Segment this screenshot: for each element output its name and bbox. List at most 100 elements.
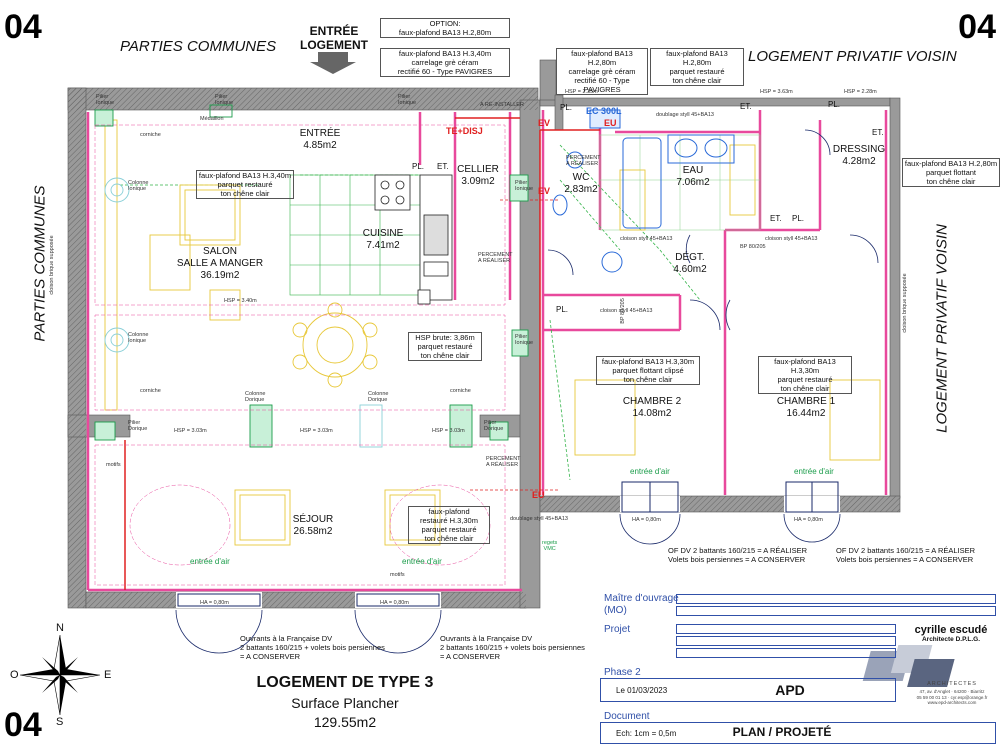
summary: LOGEMENT DE TYPE 3 Surface Plancher 129.… — [240, 674, 450, 730]
label-corniche-3: corniche — [450, 388, 471, 394]
tb-maitre-field-2 — [676, 606, 996, 616]
summary-title: LOGEMENT DE TYPE 3 — [256, 674, 434, 691]
room-area: 7.41m2 — [366, 240, 400, 251]
compass-north: N — [56, 622, 64, 634]
compass-west: O — [10, 669, 19, 681]
room-name: SÉJOUR — [292, 514, 334, 525]
note-entree-ceiling: faux-plafond BA13 H.3,40m carrelage grè … — [380, 48, 510, 77]
room-area: 4.28m2 — [842, 156, 876, 167]
room-chambre1: CHAMBRE 1 16.44m2 — [766, 396, 846, 420]
label-colonne-dorique-2: Colonne Dorique — [368, 391, 389, 403]
tb-maitre-label: Maître d'ouvrage (MO) — [604, 593, 679, 616]
label-ha-3: HA = 0,80m — [632, 517, 661, 523]
label-motifs-1: motifs — [106, 462, 121, 468]
label-hsp-303-2: HSP = 3.03m — [300, 428, 333, 434]
label-ha-4: HA = 0,80m — [794, 517, 823, 523]
compass-rose — [19, 634, 101, 716]
room-salon: SALON SALLE A MANGER 36.19m2 — [160, 246, 280, 282]
label-et-2: ET. — [740, 102, 752, 111]
tb-maitre-field-1 — [676, 594, 996, 604]
tb-architect-sub: Architecte D.P.L.G. — [921, 636, 981, 643]
tb-firm: ARCHITECTES — [927, 681, 977, 687]
label-bp-1: BP 80/205 — [740, 244, 766, 250]
room-name: CHAMBRE 2 — [622, 396, 682, 407]
label-te-disj: TE+DISJ — [446, 126, 483, 136]
label-et-4: ET. — [872, 128, 884, 137]
firm-logo — [862, 645, 955, 687]
label-ev-1: EV — [538, 118, 551, 128]
label-hsp-303-3: HSP = 3.03m — [432, 428, 465, 434]
label-cloison-brique-right: cloison brique supposée — [902, 273, 908, 333]
tb-date: Le 01/03/2023 — [616, 686, 668, 695]
tb-phase-value: APD — [775, 682, 805, 698]
label-et-1: ET. — [437, 162, 449, 171]
note-dressing-ceiling: faux-plafond BA13 H.2,80m parquet flotta… — [902, 158, 1000, 187]
summary-subtitle: Surface Plancher — [291, 695, 399, 711]
room-area: 26.58m2 — [293, 526, 333, 537]
label-vmc: regets VMC — [542, 540, 558, 552]
room-name: DRESSING — [832, 144, 886, 155]
label-entree-air-4: entrée d'air — [794, 467, 834, 476]
heading-logement-voisin-side: LOGEMENT PRIVATIF VOISIN — [933, 224, 951, 433]
tb-scale: Ech: 1cm = 0,5m — [616, 729, 677, 738]
label-colonne-dorique-1: Colonne Dorique — [245, 391, 266, 403]
note-chambre2-ceiling: faux-plafond BA13 H.3,30m parquet flotta… — [596, 356, 700, 385]
label-cloison-2: cloison styll 45+BA13 — [600, 308, 653, 314]
tb-document-label: Document — [604, 711, 650, 722]
room-degt: DÉGT. 4.60m2 — [660, 252, 720, 276]
heading-parties-communes-side: PARTIES COMMUNES — [31, 185, 49, 342]
heading-parties-communes: PARTIES COMMUNES — [120, 38, 277, 55]
room-chambre2: CHAMBRE 2 14.08m2 — [612, 396, 692, 420]
room-name: CELLIER — [457, 164, 499, 175]
bathroom-fixtures — [552, 109, 735, 273]
room-area: 4.85m2 — [303, 140, 337, 151]
note-sejour-ceiling: faux-plafond restauré H.3,30m parquet re… — [408, 506, 490, 544]
note-eau-ceiling: faux-plafond BA13 H.2,80m parquet restau… — [650, 48, 744, 86]
label-pilier-ionique-1: Pilier Ionique — [96, 94, 115, 106]
label-corniche-1: corniche — [140, 132, 161, 138]
room-area: 3.09m2 — [461, 176, 495, 187]
tb-document-box — [600, 722, 996, 744]
note-ouvrants-right: Ouvrants à la Française DV 2 battants 16… — [440, 634, 585, 661]
note-ouvrants-left: Ouvrants à la Française DV 2 battants 16… — [240, 634, 385, 661]
tb-projet-field-2 — [676, 636, 896, 646]
label-percement-1: PERCEMENT A RÉALISER — [486, 456, 521, 468]
label-ha-2: HA = 0,80m — [380, 600, 409, 606]
room-name: DÉGT. — [675, 252, 705, 263]
label-pl-5: PL. — [828, 100, 841, 109]
label-pilier-ionique-3: Pilier Ionique — [398, 94, 417, 106]
label-et-3: ET. — [770, 214, 782, 223]
label-pilier-ionique-4: Pilier Ionique — [515, 180, 534, 192]
room-eau: EAU 7.06m2 — [658, 165, 728, 189]
room-name: ENTRÉE — [299, 128, 341, 139]
label-eu-2: EU — [532, 490, 545, 500]
label-pilier-ionique-2: Pilier Ionique — [215, 94, 234, 106]
label-a-reinstaller: A RÉ-INSTALLER — [480, 102, 524, 108]
room-name: EAU — [682, 165, 704, 176]
label-pl-1: PL. — [560, 103, 573, 112]
columns — [94, 104, 529, 448]
door-swings — [175, 129, 879, 654]
room-cuisine: CUISINE 7.41m2 — [348, 228, 418, 252]
room-name: CUISINE — [362, 228, 404, 239]
ionic-columns — [104, 177, 383, 448]
tb-architect-name: cyrille escudé — [914, 624, 988, 636]
label-ha-1: HA = 0,80m — [200, 600, 229, 606]
label-pilier-ionique-5: Pilier Ionique — [515, 334, 534, 346]
note-wc-ceiling: faux-plafond BA13 H.2,80m carrelage grè … — [556, 48, 648, 95]
label-doublage-2: doublage styll 45+BA13 — [510, 516, 568, 522]
label-medaillon: Médaillon — [200, 116, 224, 122]
tb-phase-box — [600, 678, 896, 702]
room-area: 36.19m2 — [200, 270, 240, 281]
note-option: OPTION: faux-plafond BA13 H.2,80m — [380, 18, 510, 38]
label-eu-1: EU — [604, 118, 617, 128]
room-cellier: CELLIER 3.09m2 — [443, 164, 513, 188]
label-hsp-363: HSP = 3.63m — [760, 89, 793, 95]
label-doublage-1: doublage styll 45+BA13 — [656, 112, 714, 118]
label-pl-4: PL. — [792, 214, 805, 223]
label-pl-2: PL. — [412, 162, 425, 171]
label-colonne-ionique-1: Colonne Ionique — [128, 180, 149, 192]
room-wc: WC 2.83m2 — [548, 172, 614, 196]
label-percement-3: PERCEMENT A RÉALISER — [478, 252, 513, 264]
